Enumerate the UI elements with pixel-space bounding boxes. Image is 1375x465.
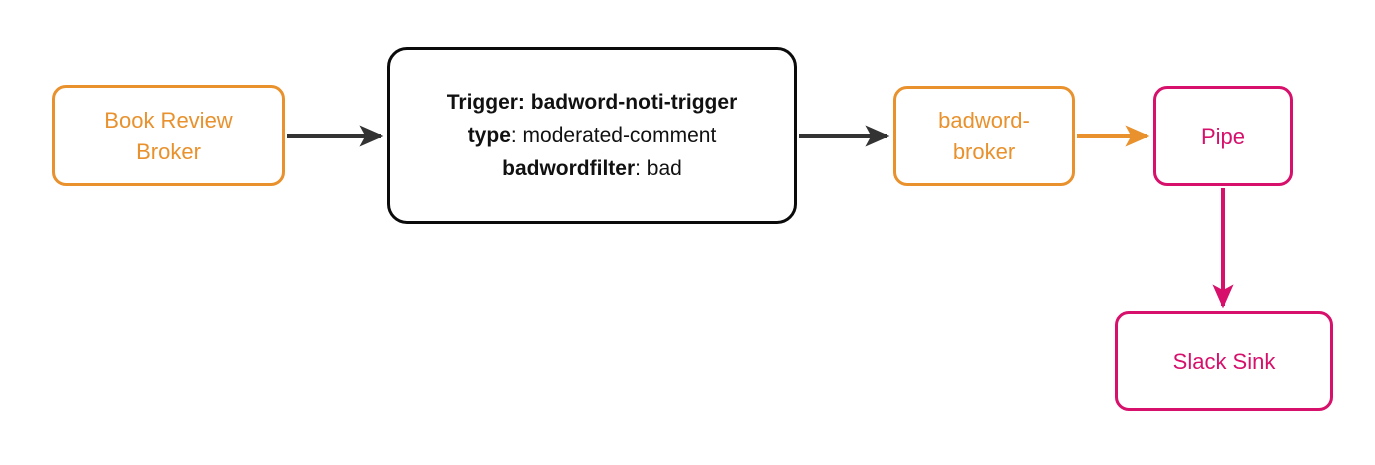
node-book-review-broker[interactable]: Book Review Broker <box>52 85 285 186</box>
node-badword-broker-label: badword- broker <box>938 108 1030 164</box>
trigger-type-key: type <box>467 124 511 147</box>
trigger-badwordfilter-key: badwordfilter <box>502 157 636 180</box>
node-book-review-broker-label: Book Review Broker <box>104 107 233 164</box>
node-trigger[interactable]: Trigger: badword-noti-trigger type: mode… <box>387 47 797 224</box>
trigger-line-type: type: moderated-comment <box>468 119 717 152</box>
trigger-line-badwordfilter: badwordfilter: bad <box>502 152 682 185</box>
node-pipe[interactable]: Pipe <box>1153 86 1293 186</box>
node-slack-sink[interactable]: Slack Sink <box>1115 311 1333 411</box>
trigger-name-key: Trigger: <box>446 91 525 114</box>
trigger-line-name: Trigger: badword-noti-trigger <box>447 86 738 119</box>
trigger-type-value: : moderated-comment <box>510 124 717 147</box>
node-badword-broker[interactable]: badword- broker <box>893 86 1075 186</box>
trigger-badwordfilter-value: : bad <box>635 157 682 180</box>
node-slack-sink-label: Slack Sink <box>1172 348 1276 374</box>
node-pipe-label: Pipe <box>1200 123 1246 149</box>
trigger-name-value: badword-noti-trigger <box>530 91 738 114</box>
